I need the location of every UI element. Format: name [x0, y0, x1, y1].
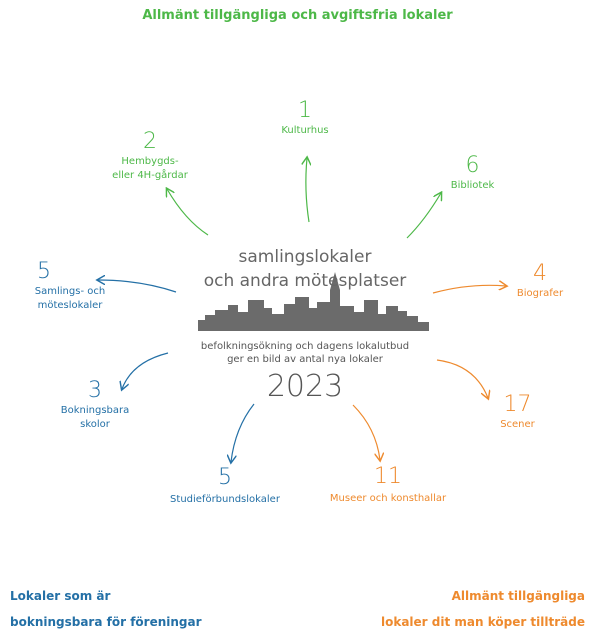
arrow-hembygd — [167, 189, 209, 236]
studie-count: 5 — [218, 465, 232, 490]
legend-bokningsbara: Lokaler som är bokningsbara för förening… — [10, 583, 202, 635]
skolor-label-line2: skolor — [80, 419, 110, 430]
item-bibliotek: 6 Bibliotek — [425, 155, 520, 193]
hembygd-label-line2: eller 4H-gårdar — [112, 170, 188, 181]
legend-right-line2: lokaler dit man köper tillträde — [380, 615, 585, 629]
biografer-label: Biografer — [516, 288, 564, 299]
samlings-count: 5 — [37, 259, 51, 284]
center-subtitle-line1: befolkningsökning och dagens lokalutbud — [200, 341, 410, 352]
arrow-bibliotek — [406, 193, 441, 239]
center-subtitle-line2: ger en bild av antal nya lokaler — [227, 354, 383, 365]
arrow-kulturhus — [306, 158, 309, 223]
legend-left-line1: Lokaler som är — [10, 589, 111, 603]
biografer-count: 4 — [533, 261, 547, 286]
scener-count: 17 — [503, 392, 532, 417]
kulturhus-count: 1 — [298, 98, 312, 123]
arrow-studie — [231, 403, 255, 462]
kulturhus-label: Kulturhus — [281, 125, 329, 136]
scener-label: Scener — [500, 419, 535, 430]
museer-label: Museer och konsthallar — [329, 493, 447, 504]
arrow-scener — [436, 359, 488, 398]
legend-left-line2: bokningsbara för föreningar — [10, 615, 202, 629]
item-biografer: 4 Biografer — [505, 263, 575, 301]
item-hembygd: 2 Hembygds- eller 4H-gårdar — [95, 131, 205, 183]
item-skolor: 3 Bokningsbara skolor — [40, 380, 150, 432]
studie-label: Studieförbundslokaler — [170, 494, 280, 505]
museer-count: 11 — [374, 464, 402, 489]
skolor-label-line1: Bokningsbara — [60, 405, 130, 416]
arrow-museer — [352, 404, 380, 460]
item-kulturhus: 1 Kulturhus — [255, 100, 355, 138]
arrow-samlings — [98, 280, 177, 293]
arrow-biografer — [432, 285, 506, 294]
year-label: 2023 — [266, 369, 344, 404]
samlings-label-line2: möteslokaler — [37, 300, 103, 311]
bibliotek-label: Bibliotek — [450, 180, 495, 191]
item-scener: 17 Scener — [485, 394, 550, 432]
legend-right-line1: Allmänt tillgängliga — [451, 589, 585, 603]
bibliotek-count: 6 — [465, 153, 480, 178]
city-skyline-icon — [198, 272, 429, 331]
center-title-line2: och andra mötesplatser — [203, 271, 407, 291]
hembygd-label-line1: Hembygds- — [121, 156, 179, 167]
arrow-skolor — [122, 352, 169, 389]
item-museer: 11 Museer och konsthallar — [318, 466, 458, 506]
hembygd-count: 2 — [143, 129, 157, 154]
center-title-line1: samlingslokaler — [238, 247, 372, 267]
header-title: Allmänt tillgängliga och avgiftsfria lok… — [142, 8, 453, 23]
skolor-count: 3 — [88, 378, 102, 403]
item-samlingslokaler: 5 Samlings- och möteslokaler — [15, 261, 125, 313]
samlings-label-line1: Samlings- och — [34, 286, 106, 297]
legend-tilltrade: Allmänt tillgängliga lokaler dit man köp… — [381, 583, 585, 635]
item-studieforbund: 5 Studieförbundslokaler — [160, 467, 290, 507]
